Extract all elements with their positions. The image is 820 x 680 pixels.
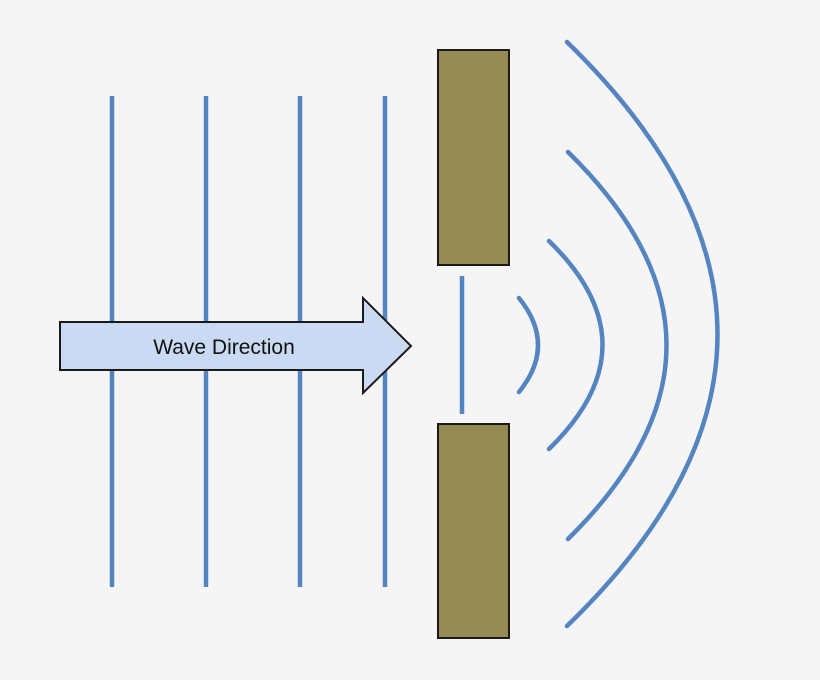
diffracted-wavefronts	[516, 39, 720, 629]
wave-direction-arrow: Wave Direction	[59, 295, 413, 396]
barrier-top	[437, 49, 510, 266]
arrow-label: Wave Direction	[153, 336, 295, 359]
barriers	[437, 49, 510, 639]
barrier-bottom	[437, 423, 510, 639]
diffracted-wavefront	[565, 149, 669, 542]
arrow-shape	[59, 295, 413, 396]
diffracted-wavefront	[516, 295, 541, 395]
diffracted-wavefront	[564, 39, 720, 629]
diffracted-wavefront	[546, 238, 605, 452]
